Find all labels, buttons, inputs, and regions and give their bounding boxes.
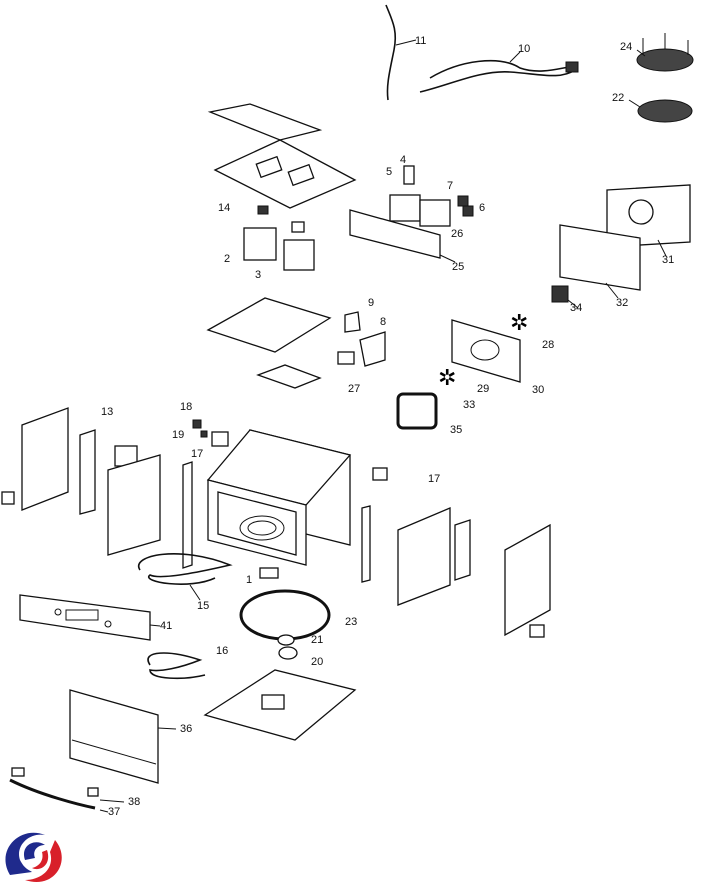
- label-19: 19: [172, 429, 185, 441]
- label-41: 41: [160, 620, 173, 632]
- part-23-turntable: [239, 589, 331, 641]
- label-2: 2: [224, 253, 231, 265]
- label-16: 16: [216, 645, 229, 657]
- label-21: 21: [311, 634, 324, 646]
- part-35-gasket: [396, 392, 438, 430]
- label-37: 37: [108, 806, 121, 818]
- part-26-fan: [389, 194, 421, 222]
- label-36: 36: [180, 723, 193, 735]
- part-17-right: [372, 467, 388, 481]
- label-9: 9: [368, 297, 375, 309]
- label-5: 5: [386, 166, 393, 178]
- part-34: [551, 285, 569, 303]
- label-6: 6: [479, 202, 486, 214]
- label-22: 22: [612, 92, 625, 104]
- label-17-left: 17: [191, 448, 204, 460]
- label-15: 15: [197, 600, 210, 612]
- label-17-right: 17: [428, 473, 441, 485]
- part-32-panel: [559, 224, 641, 291]
- label-25: 25: [452, 261, 465, 273]
- part-28-fan-blade: ✲: [510, 311, 528, 336]
- oven-cavity: [206, 429, 352, 566]
- label-20: 20: [311, 656, 324, 668]
- part-7: [457, 195, 469, 207]
- label-4: 4: [400, 154, 407, 166]
- label-13: 13: [101, 406, 114, 418]
- part-16-broil-element: [147, 652, 206, 680]
- label-33: 33: [463, 399, 476, 411]
- part-9: [344, 311, 361, 333]
- part-14: [257, 205, 269, 215]
- middle-plate: [206, 297, 332, 353]
- label-35: 35: [450, 424, 463, 436]
- top-cover: [213, 139, 357, 209]
- label-29: 29: [477, 383, 490, 395]
- label-31: 31: [662, 254, 675, 266]
- part-20: [278, 646, 298, 660]
- label-11: 11: [415, 35, 427, 47]
- part-27: [337, 351, 355, 365]
- part-33-fan-blade: ✲: [438, 366, 456, 391]
- part-8: [359, 331, 386, 367]
- part-10-harness: [419, 59, 576, 93]
- part-21: [277, 634, 295, 646]
- label-30: 30: [532, 384, 545, 396]
- label-1: 1: [246, 574, 253, 586]
- label-3: 3: [255, 269, 262, 281]
- part-11-wire: [385, 4, 397, 101]
- label-10: 10: [518, 43, 531, 55]
- part-4: [403, 165, 415, 185]
- label-14: 14: [218, 202, 231, 214]
- part-41-control-panel: [19, 594, 151, 641]
- part-15-bake-element: [137, 553, 233, 585]
- left-side-panel: [21, 407, 69, 511]
- label-7: 7: [447, 180, 454, 192]
- part-3-transformer: [283, 239, 315, 271]
- label-34: 34: [570, 302, 583, 314]
- label-27: 27: [348, 383, 361, 395]
- label-26: 26: [451, 228, 464, 240]
- part-37-handle: [9, 778, 96, 810]
- part-6: [462, 205, 474, 217]
- label-18: 18: [180, 401, 193, 413]
- part-24-rack: [636, 33, 694, 72]
- label-38: 38: [128, 796, 141, 808]
- right-side-panel: [504, 523, 551, 637]
- top-panel: [207, 103, 323, 141]
- label-28: 28: [542, 339, 555, 351]
- part-1: [259, 567, 279, 579]
- part-22-rack: [637, 99, 693, 123]
- label-24: 24: [620, 41, 633, 53]
- part-18: [192, 419, 202, 429]
- part-2-magnetron: [243, 227, 277, 261]
- part-17-switch: [211, 431, 229, 447]
- part-36-door: [69, 689, 159, 784]
- brand-logo: [5, 832, 62, 882]
- label-32: 32: [616, 297, 629, 309]
- part-30-frame: [451, 319, 521, 383]
- label-8: 8: [380, 316, 387, 328]
- part-19: [200, 430, 208, 438]
- part-25-bracket: [349, 209, 441, 259]
- label-23: 23: [345, 616, 358, 628]
